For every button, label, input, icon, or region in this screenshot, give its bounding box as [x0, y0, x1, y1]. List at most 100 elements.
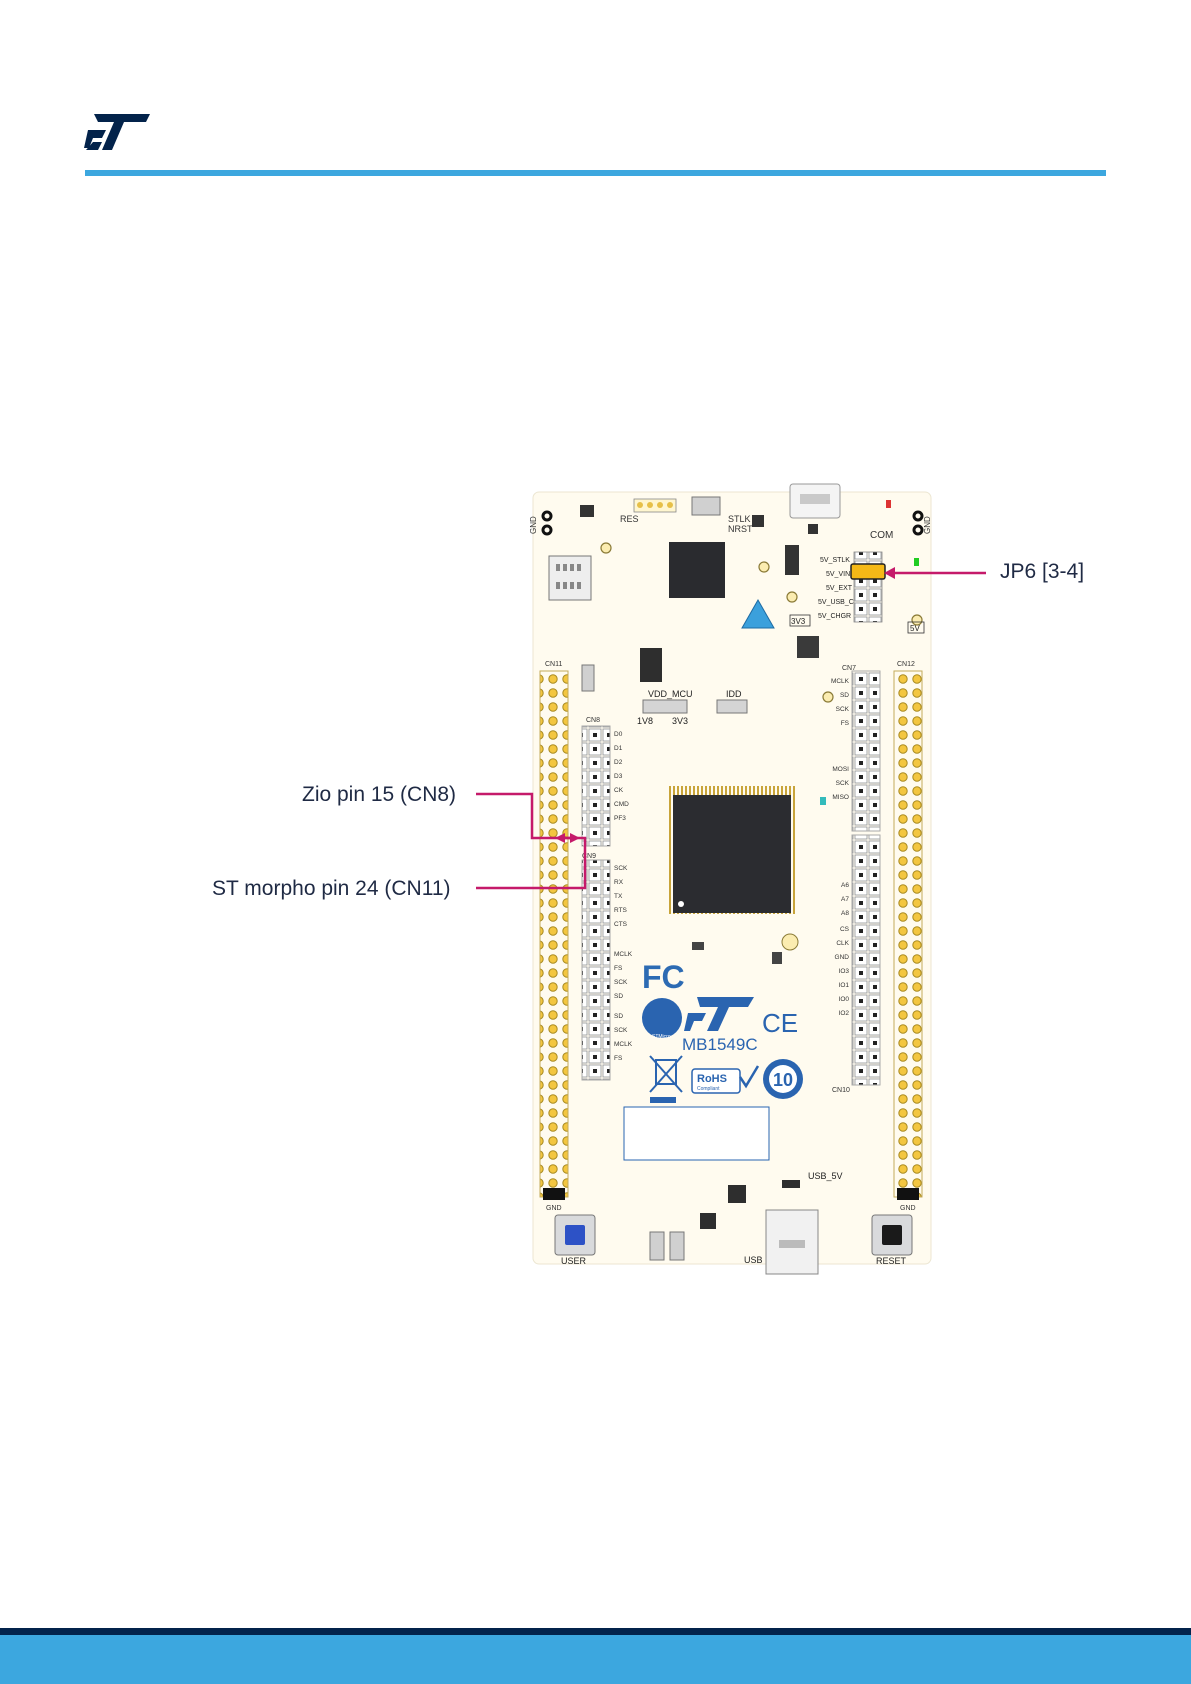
cn9-pin-label: SCK	[614, 865, 628, 872]
gnd-label: GND	[900, 1205, 916, 1212]
jp6-row-label: 5V_STLK	[820, 557, 850, 564]
cn9-header	[581, 859, 611, 1081]
cn10-header	[851, 834, 881, 1086]
1v8-label: 1V8	[637, 716, 653, 726]
3v3-label: 3V3	[791, 617, 806, 626]
st-logo-icon	[84, 114, 150, 150]
cn8-label: CN8	[586, 717, 600, 724]
cn12-label: CN12	[897, 661, 915, 668]
jp6-callout: JP6 [3-4]	[1000, 560, 1085, 583]
cn7-pin-label: SCK	[836, 706, 850, 713]
cn7-pin-label: MOSI	[832, 766, 849, 773]
gnd-label: GND	[529, 516, 538, 534]
cn10-pin-label: A8	[841, 910, 849, 917]
board-model: MB1549C	[682, 1035, 758, 1054]
arrowhead	[570, 833, 580, 843]
zio-callout: Zio pin 15 (CN8)	[302, 783, 457, 806]
5v-label: 5V	[910, 624, 920, 633]
arrowhead	[884, 567, 895, 579]
component	[808, 524, 818, 534]
component	[752, 515, 764, 527]
main-mcu	[673, 795, 791, 913]
reset-label: RESET	[876, 1256, 907, 1266]
header-rule	[85, 170, 1106, 176]
footer-bar	[0, 1635, 1191, 1684]
cn10-pin-label: A7	[841, 896, 849, 903]
cn8-pin-label: CK	[614, 787, 624, 794]
crystal	[781, 933, 799, 951]
cn8-header	[581, 725, 611, 847]
cn9-pin-label: MCLK	[614, 1041, 633, 1048]
jp6-row-label: 5V_VIN	[826, 571, 850, 578]
gnd-label: GND	[923, 516, 932, 534]
rohs-sub: Compliant	[697, 1086, 720, 1092]
cn9-pin-label: MCLK	[614, 951, 633, 958]
st-board-logo	[697, 997, 754, 1031]
cn8-pin-label: D0	[614, 731, 623, 738]
jumper-pair	[669, 1231, 685, 1261]
gnd-label: GND	[546, 1205, 562, 1212]
cn10-pin-label: CLK	[836, 940, 849, 947]
cn9-pin-label: RX	[614, 879, 624, 886]
cn11-header	[539, 670, 569, 1198]
jp-jumper	[581, 664, 595, 692]
cn8-pin-label: CMD	[614, 801, 629, 808]
cn11-label: CN11	[545, 661, 562, 668]
cn10-pin-label: IO3	[839, 968, 850, 975]
jp6-row-label: 5V_EXT	[826, 585, 853, 592]
nrst-label: NRST	[728, 524, 753, 534]
epup-label: 10	[773, 1070, 793, 1090]
ce-mark: CE	[762, 1008, 798, 1038]
fc-mark: FC	[642, 959, 685, 995]
led	[820, 500, 919, 805]
jp6-row-label: 5V_USB_C	[818, 599, 854, 606]
svg-text:STMicro: STMicro	[652, 1034, 671, 1040]
cn10-pin-label: IO1	[839, 982, 850, 989]
component	[797, 636, 819, 658]
stlink-mcu	[669, 542, 725, 598]
weee-icon	[649, 1055, 683, 1093]
3v3-label: 3V3	[672, 716, 688, 726]
cn7-pin-label: SCK	[836, 780, 850, 787]
cn7-header	[851, 670, 881, 832]
component	[700, 1213, 716, 1229]
zio-callout-line	[476, 792, 575, 840]
jp1-jumper	[691, 496, 721, 516]
cn9-pin-label: CTS	[614, 921, 628, 928]
cn10-pin-label: CS	[840, 926, 850, 933]
component	[785, 545, 799, 575]
jp2-header	[642, 699, 688, 714]
cn9-pin-label: TX	[614, 893, 623, 900]
jp6-row-label: 5V_CHGR	[818, 613, 851, 620]
cn10-pin-label: GND	[835, 954, 850, 961]
usb-label: USB	[744, 1255, 763, 1265]
vdd-mcu-label: VDD_MCU	[648, 689, 693, 699]
gnd-pad	[543, 1188, 565, 1200]
cn9-pin-label: FS	[614, 1055, 623, 1062]
cn10-pin-label: IO0	[839, 996, 850, 1003]
cn8-pin-label: PF3	[614, 815, 626, 822]
jp6-header	[853, 551, 883, 623]
cn10-pin-label: IO2	[839, 1010, 850, 1017]
component	[692, 942, 704, 950]
cn9-label: CN9	[582, 853, 596, 860]
cn10-pin-label: A6	[841, 882, 849, 889]
jp6-jumper-highlight	[850, 563, 886, 580]
jp5-header	[716, 699, 748, 714]
component	[772, 952, 782, 964]
cn5-connector	[548, 555, 592, 601]
esd-warning-icon	[741, 598, 775, 629]
cn12-header	[893, 670, 923, 1198]
cn8-pin-label: D2	[614, 759, 623, 766]
cn7-pin-label: SD	[840, 692, 849, 699]
footer-dark-line	[0, 1628, 1191, 1635]
cn9-pin-label: SD	[614, 1013, 623, 1020]
cn9-pin-label: SCK	[614, 1027, 628, 1034]
test-point	[600, 542, 923, 703]
cn7-pin-label: MCLK	[831, 678, 850, 685]
res-label: RES	[620, 514, 639, 524]
rohs-badge	[691, 1068, 741, 1094]
usb-5v-label: USB_5V	[808, 1171, 843, 1181]
user-label: USER	[561, 1256, 587, 1266]
